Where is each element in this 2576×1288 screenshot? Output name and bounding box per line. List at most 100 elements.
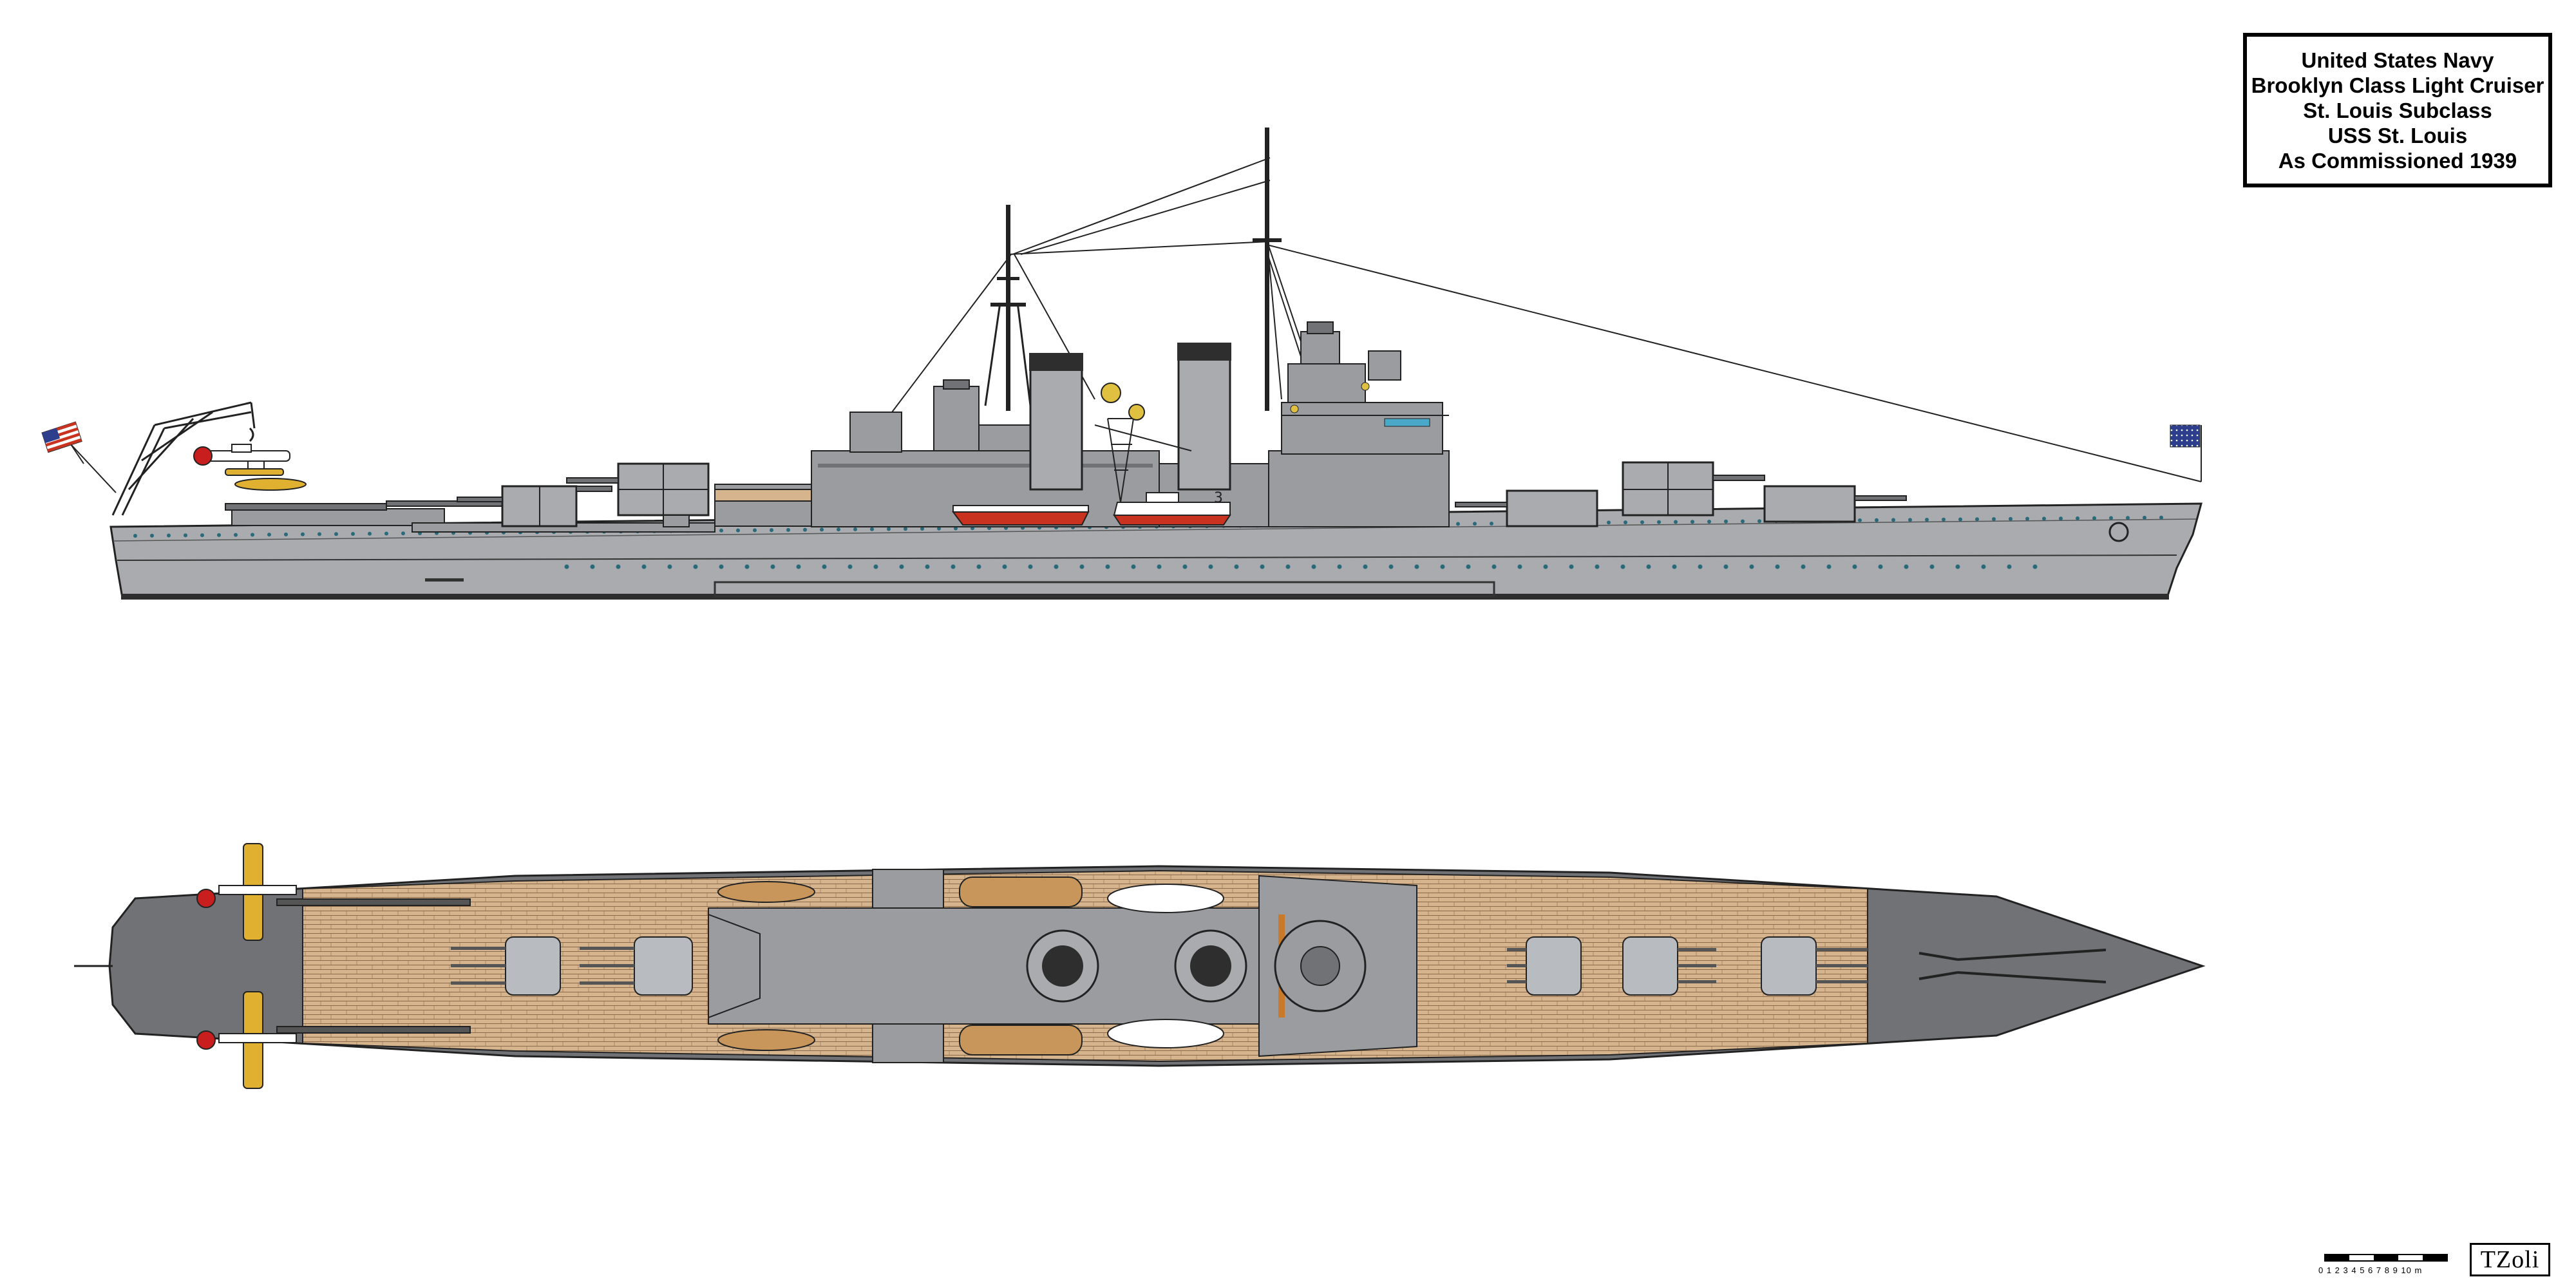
porthole: [1674, 520, 1678, 524]
porthole: [1456, 522, 1460, 526]
porthole: [667, 564, 672, 569]
title-block: United States Navy Brooklyn Class Light …: [2243, 33, 2552, 187]
porthole: [1079, 564, 1084, 569]
porthole: [1955, 564, 1960, 569]
porthole: [2143, 515, 2146, 520]
porthole: [796, 564, 801, 569]
porthole: [1878, 564, 1883, 569]
turret-x-side: [457, 485, 612, 527]
porthole: [1981, 564, 1986, 569]
porthole: [334, 532, 338, 536]
porthole: [1775, 564, 1780, 569]
porthole: [2009, 516, 2012, 521]
title-line-ship-name: USS St. Louis: [2327, 123, 2468, 147]
porthole: [1440, 564, 1445, 569]
porthole: [853, 527, 857, 531]
anchor-chains: [1918, 949, 2107, 983]
seaplane-plan-1: [196, 843, 297, 941]
porthole: [870, 527, 874, 531]
porthole: [1852, 564, 1857, 569]
porthole: [384, 531, 388, 536]
porthole: [1492, 564, 1497, 569]
porthole: [1858, 518, 1862, 522]
porthole: [925, 564, 930, 569]
porthole: [1311, 564, 1316, 569]
porthole: [920, 527, 924, 531]
porthole: [1723, 564, 1728, 569]
porthole: [1698, 564, 1703, 569]
turret-c-plan: [1622, 936, 1716, 996]
porthole: [1908, 518, 1912, 522]
catapults-plan: [276, 898, 471, 1034]
rigging-lines: [70, 157, 2202, 493]
porthole: [267, 533, 271, 537]
porthole: [976, 564, 981, 569]
porthole: [184, 533, 187, 538]
porthole: [848, 564, 853, 569]
porthole: [937, 526, 941, 531]
porthole: [1517, 564, 1522, 569]
funnel-aft: [1029, 353, 1083, 491]
porthole: [284, 532, 288, 536]
turret-y-side: [566, 462, 710, 527]
porthole: [1234, 564, 1239, 569]
porthole: [150, 533, 154, 538]
seaplane-plan-2: [196, 991, 297, 1089]
funnel-fore: 3: [1177, 343, 1231, 506]
porthole: [1958, 517, 1962, 522]
artist-signature: TZoli: [2470, 1243, 2550, 1276]
porthole: [401, 531, 405, 536]
porthole: [1690, 520, 1694, 524]
turret-c-side: [1622, 461, 1765, 516]
porthole: [693, 564, 698, 569]
porthole: [616, 564, 621, 569]
turret-y-plan: [580, 936, 693, 996]
porthole: [641, 564, 647, 569]
porthole: [736, 528, 740, 533]
porthole: [1569, 564, 1574, 569]
scale-bar: [2324, 1254, 2448, 1262]
porthole: [1875, 518, 1879, 522]
porthole: [1620, 564, 1625, 569]
turret-b-side: [1455, 489, 1598, 527]
porthole: [1388, 564, 1394, 569]
porthole: [2092, 516, 2096, 520]
porthole: [1054, 564, 1059, 569]
porthole: [1826, 564, 1832, 569]
boats-side: [952, 492, 1231, 526]
porthole: [1992, 517, 1996, 522]
title-line-class: Brooklyn Class Light Cruiser: [2251, 73, 2544, 97]
porthole: [904, 527, 907, 531]
porthole: [1607, 520, 1611, 525]
turret-a-side: [1763, 485, 1907, 523]
porthole: [1707, 520, 1711, 524]
porthole: [1672, 564, 1677, 569]
porthole: [786, 527, 790, 532]
porthole: [719, 528, 723, 533]
foremast: [984, 205, 1032, 411]
side-profile: 3: [41, 128, 2202, 600]
us-flag-stern: [41, 421, 84, 464]
porthole: [167, 533, 171, 538]
porthole: [1724, 519, 1728, 524]
porthole: [954, 526, 958, 531]
porthole: [2059, 516, 2063, 521]
porthole: [351, 531, 355, 536]
porthole: [1208, 564, 1213, 569]
scale-bar-label: 0 1 2 3 4 5 6 7 8 9 10 m: [2318, 1265, 2423, 1275]
title-line-date: As Commissioned 1939: [2278, 148, 2517, 173]
porthole: [822, 564, 827, 569]
porthole: [1929, 564, 1935, 569]
porthole: [1801, 564, 1806, 569]
porthole: [2126, 516, 2130, 520]
porthole: [1942, 517, 1946, 522]
porthole: [234, 533, 238, 537]
porthole: [1002, 564, 1007, 569]
bridge-plan: [1274, 920, 1367, 1012]
porthole: [1624, 520, 1627, 525]
porthole: [1105, 564, 1110, 569]
porthole: [2159, 515, 2163, 520]
porthole: [1925, 517, 1929, 522]
porthole: [2007, 564, 2012, 569]
